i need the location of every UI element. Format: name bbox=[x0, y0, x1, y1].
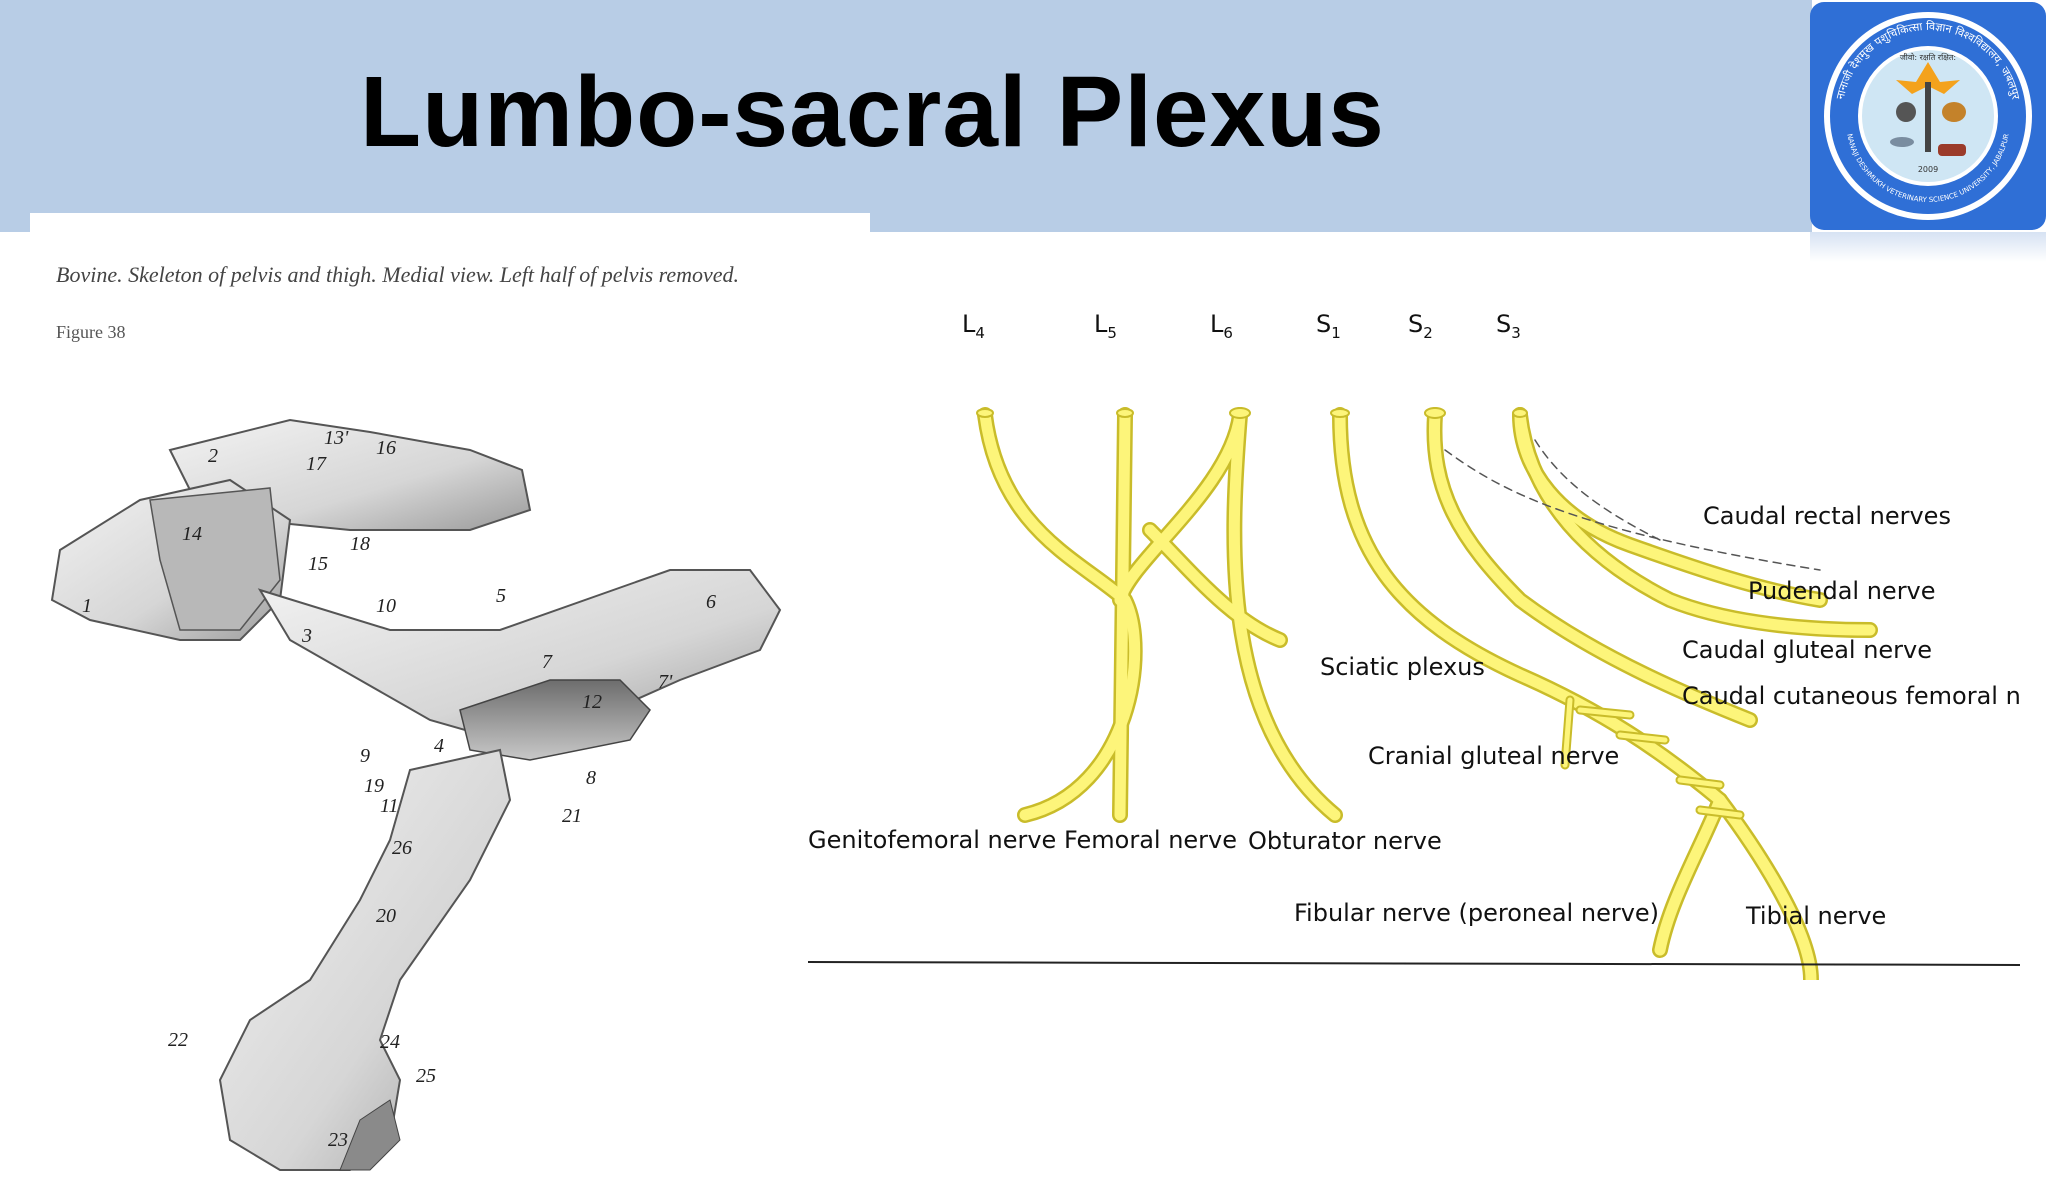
logo-year: 2009 bbox=[1918, 165, 1938, 174]
bone-number-26: 26 bbox=[392, 837, 412, 859]
bone-number-3: 3 bbox=[301, 625, 312, 647]
bone-number-5: 5 bbox=[496, 585, 506, 607]
bone-number-25: 25 bbox=[416, 1065, 436, 1087]
bone-number-2: 2 bbox=[208, 445, 218, 467]
bone-number-20: 20 bbox=[376, 905, 396, 927]
bone-number-6: 6 bbox=[706, 591, 716, 613]
root-label-s3: S3 bbox=[1496, 310, 1521, 342]
label-cranial-gluteal-nerve: Cranial gluteal nerve bbox=[1368, 742, 1619, 770]
pelvis-skeleton-drawing: 1 2 3 4 5 6 7 7' 8 9 10 11 12 13' 14 15 … bbox=[50, 418, 782, 1171]
bone-number-13-prime: 13' bbox=[324, 427, 349, 449]
bone-number-7-prime: 7' bbox=[658, 671, 673, 693]
bone-number-19: 19 bbox=[364, 775, 384, 797]
bone-number-24: 24 bbox=[380, 1031, 400, 1053]
bone-number-17: 17 bbox=[306, 453, 327, 475]
page-title: Lumbo-sacral Plexus bbox=[360, 56, 1385, 168]
figure-caption: Bovine. Skeleton of pelvis and thigh. Me… bbox=[56, 262, 740, 287]
label-femoral-nerve: Femoral nerve bbox=[1064, 826, 1237, 854]
label-fibular-nerve: Fibular nerve (peroneal nerve) bbox=[1294, 899, 1659, 927]
label-caudal-gluteal-nerve: Caudal gluteal nerve bbox=[1682, 636, 1932, 664]
label-caudal-cutaneous-femoral-nerve: Caudal cutaneous femoral nerve bbox=[1682, 682, 2020, 710]
bone-number-21: 21 bbox=[562, 805, 582, 827]
bone-number-11: 11 bbox=[380, 795, 399, 817]
bone-number-14: 14 bbox=[182, 523, 202, 545]
root-label-l5: L5 bbox=[1094, 310, 1117, 342]
header-divider bbox=[30, 213, 870, 233]
bone-number-23: 23 bbox=[328, 1129, 348, 1151]
logo-reflection bbox=[1810, 232, 2046, 262]
label-obturator-nerve: Obturator nerve bbox=[1248, 827, 1442, 855]
bone-number-4: 4 bbox=[434, 735, 444, 757]
logo-motto: जीवो: रक्षति रक्षित: bbox=[1900, 52, 1956, 62]
bone-number-15: 15 bbox=[308, 553, 328, 575]
root-label-l4: L4 bbox=[962, 310, 985, 342]
bone-number-9: 9 bbox=[360, 745, 370, 767]
label-caudal-rectal-nerves: Caudal rectal nerves bbox=[1703, 502, 1951, 530]
university-logo: 2009 नानाजी देशमुख पशुचिकित्सा विज्ञान व… bbox=[1810, 2, 2046, 230]
bone-number-18: 18 bbox=[350, 533, 370, 555]
bone-number-10: 10 bbox=[376, 595, 396, 617]
bone-number-22: 22 bbox=[168, 1029, 188, 1051]
bone-number-16: 16 bbox=[376, 437, 396, 459]
nerve-diagram: L4 L5 L6 S1 S2 S3 Caudal rectal nerves P… bbox=[807, 310, 2020, 980]
label-sciatic-plexus: Sciatic plexus bbox=[1320, 653, 1485, 681]
bone-number-1: 1 bbox=[82, 595, 92, 617]
root-label-l6: L6 bbox=[1210, 310, 1233, 342]
figure-number: Figure 38 bbox=[56, 322, 126, 342]
label-tibial-nerve: Tibial nerve bbox=[1745, 902, 1886, 930]
bone-number-8: 8 bbox=[586, 767, 596, 789]
label-genitofemoral-nerve: Genitofemoral nerve bbox=[808, 826, 1056, 854]
bone-number-7: 7 bbox=[542, 651, 553, 673]
header-band bbox=[0, 0, 1812, 232]
bone-number-12: 12 bbox=[582, 691, 602, 713]
root-label-s1: S1 bbox=[1316, 310, 1341, 342]
label-pudendal-nerve: Pudendal nerve bbox=[1748, 577, 1936, 605]
root-label-s2: S2 bbox=[1408, 310, 1433, 342]
